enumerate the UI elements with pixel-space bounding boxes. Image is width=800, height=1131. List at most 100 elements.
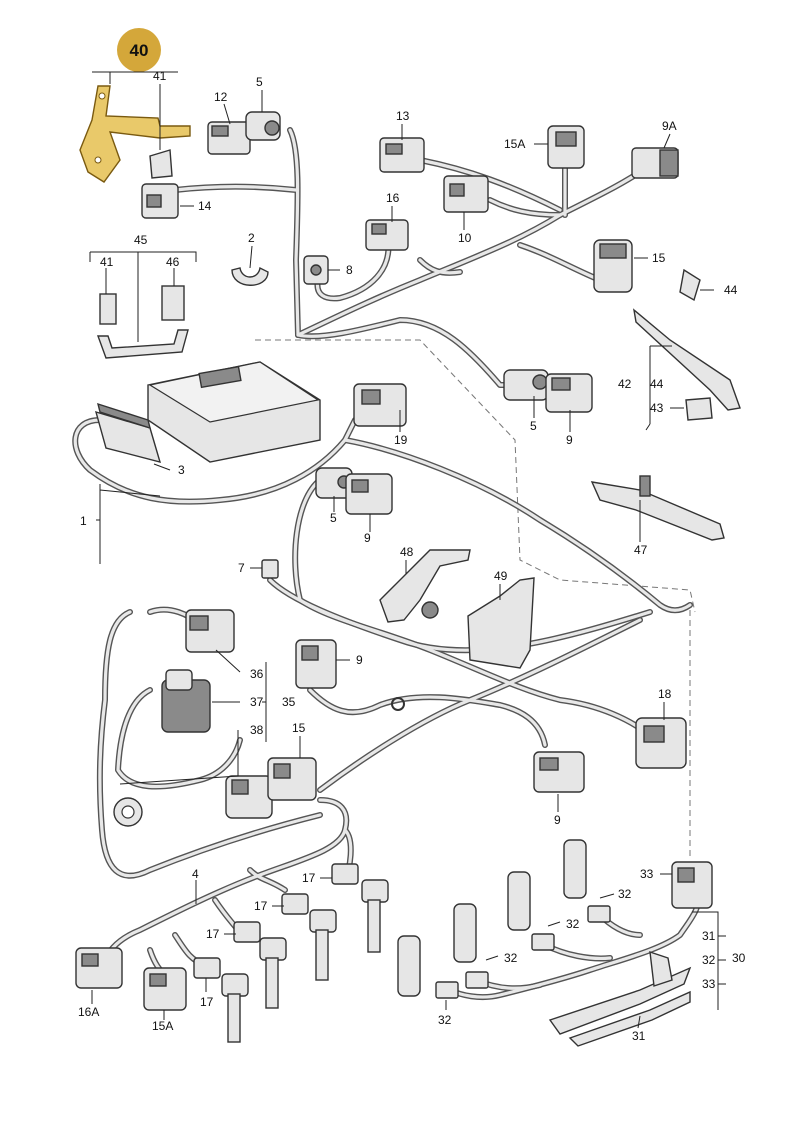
label-3: 3 xyxy=(178,463,185,477)
label-45: 45 xyxy=(134,233,148,247)
connectors xyxy=(75,111,741,1047)
label-16A: 16A xyxy=(78,1005,99,1019)
label-32-c: 32 xyxy=(504,951,518,965)
label-38: 38 xyxy=(250,723,264,737)
harness-wire xyxy=(248,868,287,892)
connector-15-lower xyxy=(267,757,317,801)
harness-wire xyxy=(343,438,692,612)
highlighted-bracket-40 xyxy=(79,85,191,183)
label-9-center: 9 xyxy=(364,531,371,545)
label-19: 19 xyxy=(394,433,408,447)
part-labels: 41 12 5 13 15A 9A 14 16 10 2 45 41 46 8 … xyxy=(78,69,746,1043)
harness-wire xyxy=(296,170,642,337)
bracket-48 xyxy=(379,549,471,623)
ignition-coils xyxy=(221,879,389,1043)
label-10: 10 xyxy=(458,231,472,245)
label-31-a: 31 xyxy=(702,929,716,943)
connector-13 xyxy=(379,137,425,173)
label-31-b: 31 xyxy=(632,1029,646,1043)
harness-wire xyxy=(73,418,357,504)
label-32-a: 32 xyxy=(618,887,632,901)
fuel-injectors xyxy=(397,839,587,997)
brackets-42-43-44 xyxy=(632,268,741,421)
label-47: 47 xyxy=(634,543,648,557)
harness-wire xyxy=(103,798,348,967)
connector-15A-lower xyxy=(143,967,187,1011)
label-9-middle: 9 xyxy=(356,653,363,667)
harness-wire xyxy=(268,578,652,652)
connector-9-upper xyxy=(545,373,593,413)
label-13: 13 xyxy=(396,109,410,123)
label-46: 46 xyxy=(166,255,180,269)
connector-14 xyxy=(141,183,179,219)
connector-8 xyxy=(303,255,329,285)
label-48: 48 xyxy=(400,545,414,559)
harness-wire xyxy=(448,888,702,999)
connector-16A xyxy=(75,947,123,989)
harness-wire xyxy=(418,158,562,212)
connector-9-lower xyxy=(533,751,585,793)
connector-9-middle xyxy=(295,639,337,689)
harness-wire xyxy=(308,688,547,747)
connector-9-center xyxy=(345,473,393,515)
harness-wire xyxy=(518,243,602,282)
label-17-a: 17 xyxy=(302,871,316,885)
connector-16 xyxy=(365,219,409,251)
badge-number: 40 xyxy=(130,41,149,60)
label-32-b: 32 xyxy=(566,917,580,931)
ground-terminal xyxy=(391,697,405,711)
label-32-e: 32 xyxy=(438,1013,452,1027)
connector-5-top xyxy=(245,111,281,141)
cover-31 xyxy=(548,950,692,1047)
label-43: 43 xyxy=(650,401,664,415)
label-36: 36 xyxy=(250,667,264,681)
harness-wire xyxy=(173,185,298,192)
label-33: 33 xyxy=(640,867,654,881)
label-30: 30 xyxy=(732,951,746,965)
harness-wire xyxy=(288,128,522,387)
brackets-45 xyxy=(97,285,189,359)
label-42: 42 xyxy=(618,377,632,391)
label-7: 7 xyxy=(238,561,245,575)
label-44-lower: 44 xyxy=(650,377,664,391)
harness-wire xyxy=(418,258,462,275)
leader-lines xyxy=(89,71,726,1029)
label-17-d: 17 xyxy=(200,995,214,1009)
control-unit-ecu xyxy=(147,361,321,463)
connector-38 xyxy=(225,775,273,819)
label-16: 16 xyxy=(386,191,400,205)
connectors-17 xyxy=(193,863,359,979)
connector-33 xyxy=(671,861,713,909)
label-9-right: 9 xyxy=(566,433,573,447)
grommet xyxy=(113,797,143,827)
label-9-lower: 9 xyxy=(554,813,561,827)
label-2: 2 xyxy=(248,231,255,245)
harness-wire xyxy=(116,688,242,789)
connector-15-right xyxy=(593,239,633,293)
label-14: 14 xyxy=(198,199,212,213)
connector-7 xyxy=(261,559,279,579)
label-12: 12 xyxy=(214,90,228,104)
connector-18 xyxy=(635,717,687,769)
label-44: 44 xyxy=(724,283,738,297)
connector-12 xyxy=(207,121,251,155)
label-4: 4 xyxy=(192,867,199,881)
bracket-49 xyxy=(467,577,535,669)
module-3 xyxy=(94,402,162,463)
connector-36 xyxy=(185,609,235,653)
connector-10 xyxy=(443,175,489,213)
connector-5-mid xyxy=(503,369,549,401)
label-5: 5 xyxy=(256,75,263,89)
harness-wire xyxy=(315,238,391,301)
harness-wire xyxy=(98,610,322,878)
harness-wire xyxy=(293,478,652,737)
label-8: 8 xyxy=(346,263,353,277)
dashed-reference-lines xyxy=(255,339,696,860)
label-15-lower: 15 xyxy=(292,721,306,735)
bracket-47 xyxy=(590,475,725,541)
label-5-right: 5 xyxy=(530,419,537,433)
label-15-right: 15 xyxy=(652,251,666,265)
label-41-lower: 41 xyxy=(100,255,114,269)
connector-19 xyxy=(353,383,407,427)
